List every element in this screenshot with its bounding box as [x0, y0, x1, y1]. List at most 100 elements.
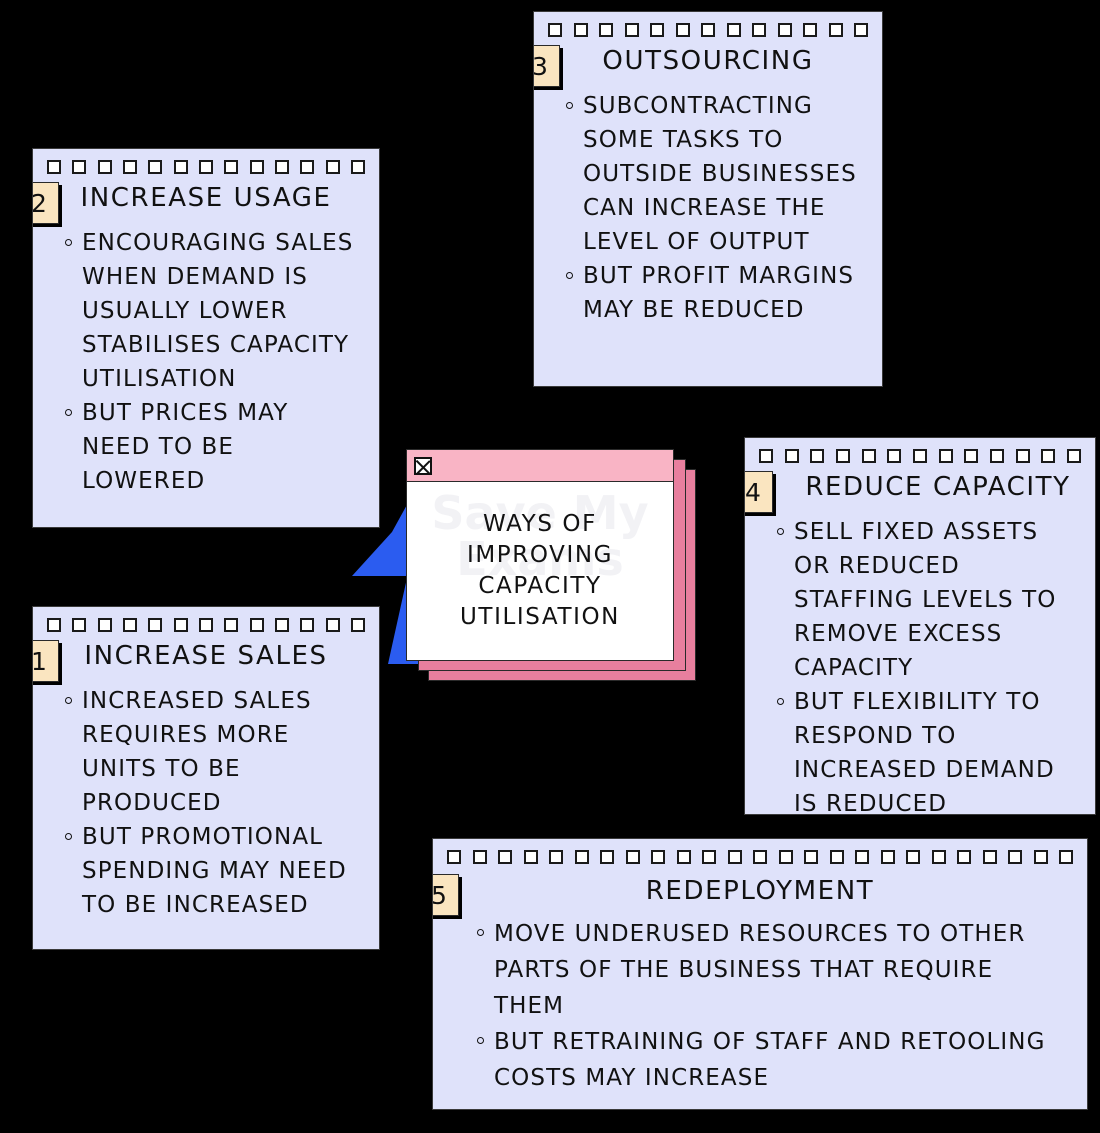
list-item: MOVE UNDERUSED RESOURCES TO OTHER PARTS … [475, 916, 1071, 1024]
perforation-hole [148, 618, 163, 632]
centre-title-line: WAYS OF [483, 511, 597, 537]
perforation-hole [1008, 850, 1022, 864]
perforation-hole [759, 449, 773, 463]
card-title: INCREASE USAGE [80, 183, 332, 213]
centre-window-stack[interactable]: Save My Exams WAYS OF IMPROVING CAPACITY… [406, 449, 702, 689]
perforation-hole [224, 160, 239, 174]
perforation-hole [548, 23, 562, 37]
perforation-hole [1059, 850, 1073, 864]
perforation-hole [549, 850, 563, 864]
perforation-hole [778, 850, 793, 864]
perforation-hole [1041, 449, 1056, 463]
card-number-badge: 3 [534, 45, 560, 87]
perforation-hole [447, 850, 461, 864]
perforation-hole [906, 850, 920, 864]
perforation-hole [249, 160, 264, 174]
perforation-hole [274, 618, 289, 632]
list-item: BUT RETRAINING OF STAFF AND RETOOLING CO… [475, 1024, 1071, 1096]
perforation-hole [753, 850, 767, 864]
card-number-badge: 2 [33, 182, 59, 224]
centre-window[interactable]: Save My Exams WAYS OF IMPROVING CAPACITY… [406, 449, 674, 661]
perforation-hole [1033, 850, 1048, 864]
perforation-hole [1066, 449, 1081, 463]
perforation-hole [574, 850, 589, 864]
perforation-hole [47, 618, 61, 632]
card-header: 5 REDEPLOYMENT [433, 864, 1087, 916]
perforation-hole [803, 23, 817, 37]
arrow-upper [352, 492, 422, 576]
perforation-hole [350, 160, 365, 174]
perforation-hole [625, 850, 640, 864]
window-title-bar [407, 450, 673, 482]
card-title: REDUCE CAPACITY [805, 472, 1071, 502]
perforation-hole [777, 23, 792, 37]
card-reduce-capacity[interactable]: 4 REDUCE CAPACITY SELL FIXED ASSETS OR R… [744, 437, 1096, 815]
perforation-hole [675, 23, 690, 37]
card-header: 3 OUTSOURCING [534, 37, 882, 89]
card-outsourcing[interactable]: 3 OUTSOURCING SUBCONTRACTING SOME TASKS … [533, 11, 883, 387]
perforation-hole [650, 23, 664, 37]
perforation-hole [1015, 449, 1030, 463]
perforation-hole [855, 850, 869, 864]
card-increase-usage[interactable]: 2 INCREASE USAGE ENCOURAGING SALES WHEN … [32, 148, 380, 528]
card-increase-sales[interactable]: 1 INCREASE SALES INCREASED SALES REQUIRE… [32, 606, 380, 950]
perforation-hole [122, 160, 137, 174]
perforation-hole [472, 850, 487, 864]
perforation-hole [829, 850, 844, 864]
perforation-hole [676, 850, 691, 864]
perforation-strip [745, 438, 1095, 463]
card-bullet-list: SUBCONTRACTING SOME TASKS TO OUTSIDE BUS… [534, 89, 882, 327]
perforation-hole [47, 160, 61, 174]
list-item: BUT PROMOTIONAL SPENDING MAY NEED TO BE … [63, 820, 363, 922]
card-bullet-list: INCREASED SALES REQUIRES MORE UNITS TO B… [33, 684, 379, 922]
card-title: OUTSOURCING [602, 46, 814, 76]
perforation-hole [931, 850, 946, 864]
card-header: 4 REDUCE CAPACITY [745, 463, 1095, 515]
perforation-hole [72, 160, 87, 174]
card-header: 1 INCREASE SALES [33, 632, 379, 684]
perforation-hole [72, 618, 87, 632]
list-item: BUT PRICES MAY NEED TO BE LOWERED [63, 396, 363, 498]
perforation-hole [828, 23, 843, 37]
perforation-hole [523, 850, 538, 864]
list-item: BUT PROFIT MARGINS MAY BE REDUCED [564, 259, 866, 327]
perforation-strip [534, 12, 882, 37]
list-item: BUT FLEXIBILITY TO RESPOND TO INCREASED … [775, 685, 1079, 814]
perforation-hole [600, 850, 614, 864]
perforation-hole [97, 160, 112, 174]
perforation-hole [701, 23, 715, 37]
card-redeployment[interactable]: 5 REDEPLOYMENT MOVE UNDERUSED RESOURCES … [432, 838, 1088, 1110]
perforation-hole [887, 449, 902, 463]
list-item: INCREASED SALES REQUIRES MORE UNITS TO B… [63, 684, 363, 820]
card-number-badge: 4 [745, 471, 773, 513]
perforation-hole [854, 23, 868, 37]
perforation-hole [861, 449, 876, 463]
card-title: INCREASE SALES [84, 641, 328, 671]
perforation-hole [173, 160, 188, 174]
perforation-hole [573, 23, 588, 37]
perforation-hole [148, 160, 163, 174]
perforation-hole [198, 160, 213, 174]
perforation-hole [726, 23, 741, 37]
perforation-hole [784, 449, 799, 463]
perforation-hole [938, 449, 953, 463]
perforation-hole [198, 618, 213, 632]
card-number-badge: 5 [433, 874, 459, 916]
perforation-hole [702, 850, 716, 864]
list-item: ENCOURAGING SALES WHEN DEMAND IS USUALLY… [63, 226, 363, 396]
card-bullet-list: SELL FIXED ASSETS OR REDUCED STAFFING LE… [745, 515, 1095, 814]
card-bullet-list: MOVE UNDERUSED RESOURCES TO OTHER PARTS … [433, 916, 1087, 1096]
centre-title-line: IMPROVING [466, 542, 614, 568]
perforation-strip [33, 607, 379, 632]
close-icon[interactable] [414, 456, 432, 475]
perforation-hole [989, 449, 1004, 463]
perforation-hole [249, 618, 264, 632]
perforation-hole [300, 160, 315, 174]
perforation-hole [122, 618, 137, 632]
list-item: SUBCONTRACTING SOME TASKS TO OUTSIDE BUS… [564, 89, 866, 259]
list-item: SELL FIXED ASSETS OR REDUCED STAFFING LE… [775, 515, 1079, 685]
perforation-hole [982, 850, 997, 864]
perforation-hole [804, 850, 818, 864]
perforation-hole [727, 850, 742, 864]
